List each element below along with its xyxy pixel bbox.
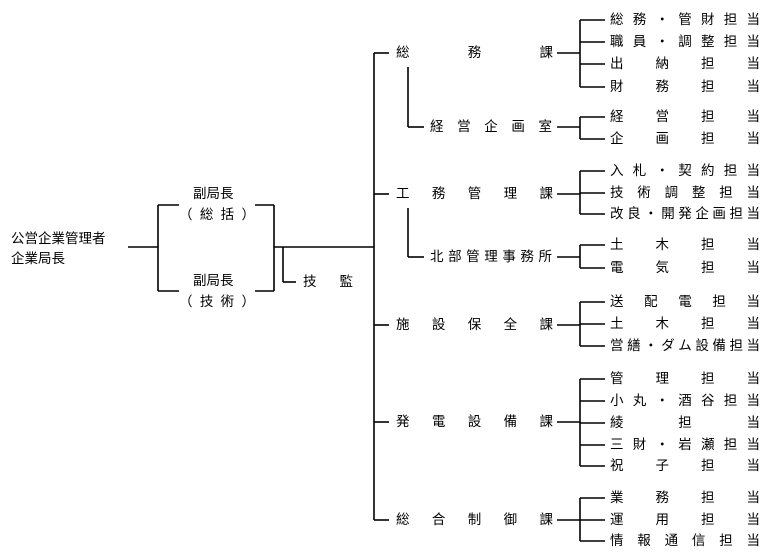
unit-label: 管理担当 <box>610 371 760 387</box>
unit-label: 三財・岩瀬担当 <box>610 437 760 453</box>
deputy-general-title: 副局長 <box>193 186 234 202</box>
supervisor-label: 技 監 <box>303 273 353 290</box>
section-general-affairs: 総務課 <box>396 45 554 61</box>
section-power-generation: 発電設備課 <box>396 414 554 430</box>
unit-label: 改良・開発企画担当 <box>610 205 760 222</box>
unit-label: 綾担当 <box>610 415 760 431</box>
unit-label: 業務担当 <box>610 490 760 506</box>
unit-label: 職員・調整担当 <box>610 34 760 50</box>
unit-label: 技術調整担当 <box>610 185 760 201</box>
unit-label: 送配電担当 <box>610 294 760 310</box>
unit-label: 土木担当 <box>610 237 760 253</box>
deputy-technical-role: （技術） <box>179 294 255 310</box>
unit-label: 小丸・酒谷担当 <box>610 393 760 409</box>
section-planning-office: 経営企画室 <box>430 118 552 135</box>
unit-label: 電気担当 <box>610 260 760 276</box>
section-works-management: 工務管理課 <box>396 186 554 202</box>
unit-label: 出納担当 <box>610 56 760 72</box>
unit-label: 情報通信担当 <box>610 533 760 549</box>
unit-label: 総務・管財担当 <box>610 12 760 28</box>
deputy-general-role: （総括） <box>179 207 255 223</box>
unit-label: 祝子担当 <box>610 458 760 474</box>
unit-label: 入札・契約担当 <box>610 163 760 179</box>
unit-label: 企画担当 <box>610 130 760 147</box>
unit-label: 土木担当 <box>610 316 760 332</box>
deputy-technical-title: 副局長 <box>193 273 234 289</box>
unit-label: 営繕・ダム設備担当 <box>610 337 760 354</box>
unit-label: 運用担当 <box>610 512 760 528</box>
root-subtitle: 企業局長 <box>11 250 65 267</box>
connector-lines <box>128 19 605 542</box>
root-title: 公営企業管理者 <box>11 230 106 247</box>
section-facility-maintenance: 施設保全課 <box>396 316 554 333</box>
section-northern-office: 北部管理事務所 <box>430 249 552 265</box>
section-integrated-control: 総合制御課 <box>396 512 554 528</box>
unit-label: 財務担当 <box>610 79 760 95</box>
unit-label: 経営担当 <box>610 109 760 125</box>
